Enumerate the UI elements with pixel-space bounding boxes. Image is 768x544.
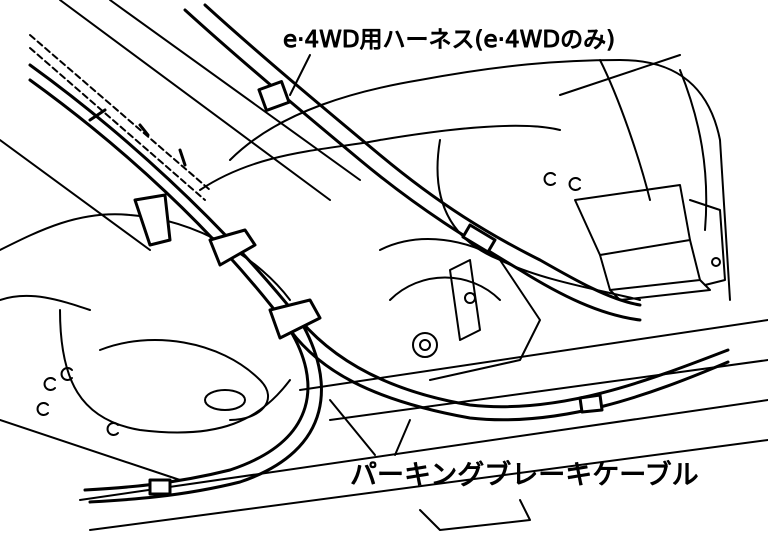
mount-bracket (412, 184, 726, 358)
harness-label: e·4WD用ハーネス(e·4WDのみ) (283, 27, 615, 53)
parking-brake-cables (28, 63, 730, 504)
cable-clamp (208, 228, 257, 267)
leader-lines (289, 54, 681, 456)
harness-clip (257, 80, 291, 112)
bracket-tab (133, 193, 172, 247)
e4wd-harness (183, 3, 642, 322)
hole-marks (36, 172, 581, 436)
body-panels (0, 0, 768, 531)
parking-brake-cable-label: パーキングブレーキケーブル (350, 460, 699, 491)
cable-end-fitting (578, 393, 604, 414)
hidden-lines (29, 34, 211, 201)
cable-end-fitting (148, 478, 172, 496)
cable-clamp (268, 298, 322, 340)
transmission-housing (199, 59, 731, 381)
harness-clip (461, 223, 497, 254)
